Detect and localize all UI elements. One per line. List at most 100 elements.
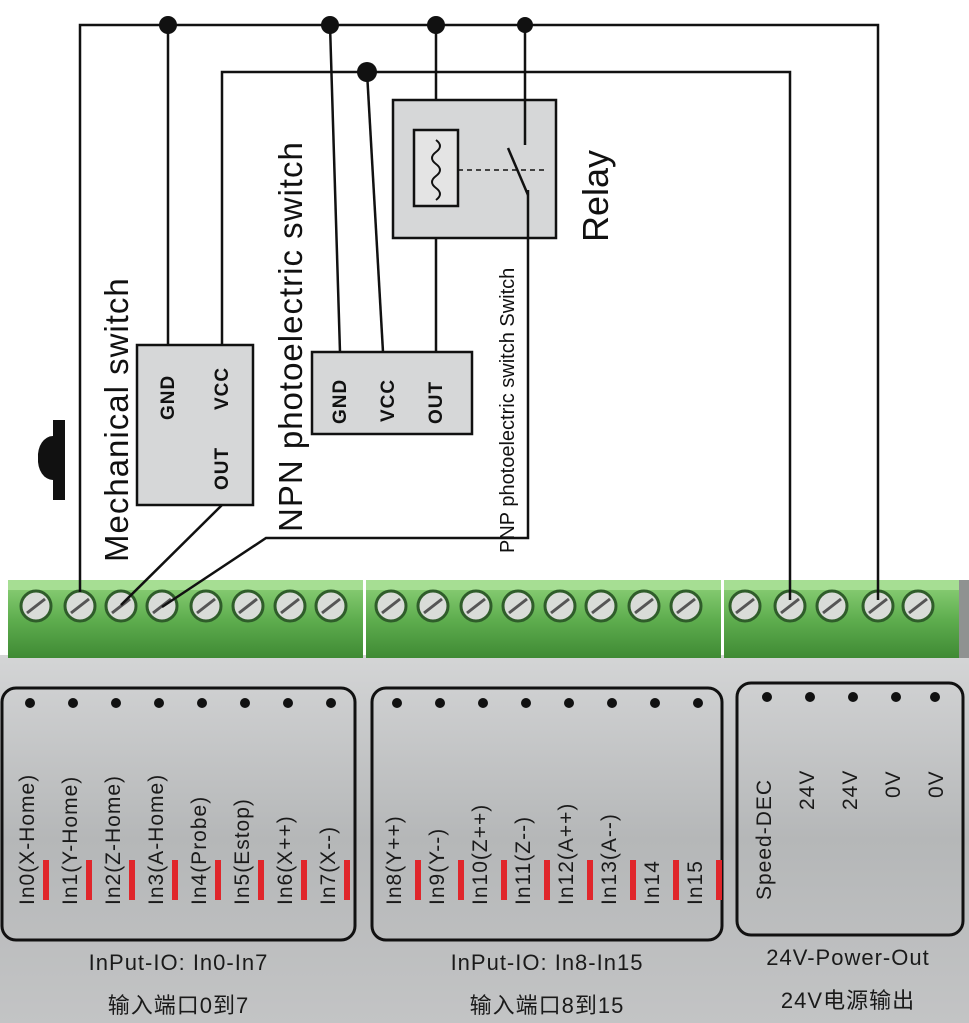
red-marker xyxy=(458,860,464,900)
red-marker xyxy=(415,860,421,900)
label-24v-1: 24V xyxy=(796,769,819,810)
label-dot xyxy=(197,698,207,708)
label-dot xyxy=(283,698,293,708)
label-dot xyxy=(930,692,940,702)
label-dot xyxy=(805,692,815,702)
caption-group-2: InPut-IO: In8-In15 xyxy=(450,950,644,975)
caption-group-3-cn: 24V电源输出 xyxy=(780,988,916,1013)
mechanical-switch-icon xyxy=(37,420,65,500)
label-in14: In14 xyxy=(641,860,664,905)
terminal-screw xyxy=(273,589,307,623)
terminal-screws xyxy=(19,589,935,623)
terminal-screw xyxy=(374,589,408,623)
red-marker xyxy=(501,860,507,900)
controller-panel xyxy=(0,655,969,1023)
label-dot xyxy=(848,692,858,702)
terminal-screw xyxy=(501,589,535,623)
label-dot xyxy=(240,698,250,708)
terminal-screw xyxy=(459,589,493,623)
npn-switch-title: NPN photoelectric switch xyxy=(272,141,309,532)
label-dot xyxy=(650,698,660,708)
group-frame-2 xyxy=(370,686,724,942)
terminal-screw xyxy=(815,589,849,623)
terminal-screw xyxy=(189,589,223,623)
terminal-screw xyxy=(543,589,577,623)
terminal-screw xyxy=(669,589,703,623)
terminal-screw xyxy=(104,589,138,623)
caption-group-1-cn: 输入端口0到7 xyxy=(107,993,250,1018)
caption-group-2-cn: 输入端口8到15 xyxy=(469,993,625,1018)
label-in10: In10(Z++) xyxy=(469,803,492,905)
label-in8: In8(Y++) xyxy=(383,815,406,905)
pnp-pin-out: OUT xyxy=(426,380,447,424)
red-marker xyxy=(344,860,350,900)
npn-pin-vcc: VCC xyxy=(212,366,233,410)
label-in6: In6(X++) xyxy=(274,815,297,905)
red-marker xyxy=(129,860,135,900)
pnp-switch-title: PNP photoelectric switch Switch xyxy=(497,267,519,553)
group-frame-1 xyxy=(0,686,357,942)
terminal-block-1 xyxy=(8,580,363,658)
npn-switch-box xyxy=(135,343,255,507)
terminal-block-2 xyxy=(366,580,721,658)
label-in2: In2(Z-Home) xyxy=(102,774,125,905)
red-marker xyxy=(544,860,550,900)
label-dot xyxy=(154,698,164,708)
label-dot xyxy=(25,698,35,708)
label-in0: In0(X-Home) xyxy=(16,773,39,905)
label-in4: In4(Probe) xyxy=(188,795,211,905)
terminal-screw xyxy=(728,589,762,623)
pnp-pin-vcc: VCC xyxy=(378,378,399,422)
label-in5: In5(Estop) xyxy=(231,798,254,905)
mechanical-switch-title: Mechanical switch xyxy=(98,277,135,562)
wires xyxy=(78,23,880,609)
red-marker xyxy=(172,860,178,900)
label-in1: In1(Y-Home) xyxy=(59,775,82,905)
label-dot xyxy=(762,692,772,702)
relay-title: Relay xyxy=(575,149,616,242)
pnp-switch-box xyxy=(310,350,474,436)
label-dot xyxy=(111,698,121,708)
label-dot xyxy=(326,698,336,708)
label-in9: In9(Y--) xyxy=(426,827,449,905)
label-dot xyxy=(564,698,574,708)
red-marker xyxy=(301,860,307,900)
label-dot xyxy=(693,698,703,708)
label-dot xyxy=(478,698,488,708)
red-marker xyxy=(587,860,593,900)
terminal-screw xyxy=(314,589,348,623)
label-in11: In11(Z--) xyxy=(512,815,535,905)
label-dot xyxy=(521,698,531,708)
relay-box xyxy=(391,98,558,240)
terminal-screw xyxy=(231,589,265,623)
terminal-screw xyxy=(584,589,618,623)
label-in7: In7(X--) xyxy=(317,825,340,905)
red-marker xyxy=(630,860,636,900)
red-marker xyxy=(673,860,679,900)
label-speed-dec: Speed-DEC xyxy=(753,778,776,900)
terminal-screw xyxy=(416,589,450,623)
terminal-screw xyxy=(63,589,97,623)
red-marker xyxy=(215,860,221,900)
npn-pin-out: OUT xyxy=(212,446,233,490)
red-markers xyxy=(43,860,722,900)
label-in15: In15 xyxy=(684,860,707,905)
pnp-pin-gnd: GND xyxy=(330,378,351,424)
label-in12: In12(A++) xyxy=(555,802,578,905)
label-dots xyxy=(25,692,940,708)
caption-group-3: 24V-Power-Out xyxy=(766,945,930,970)
red-marker xyxy=(86,860,92,900)
label-in13: In13(A--) xyxy=(598,813,621,905)
terminal-screw xyxy=(627,589,661,623)
npn-pin-gnd: GND xyxy=(158,374,179,420)
red-marker xyxy=(43,860,49,900)
label-0v-1: 0V xyxy=(882,770,905,798)
red-marker xyxy=(716,860,722,900)
label-0v-2: 0V xyxy=(925,770,948,798)
label-dot xyxy=(68,698,78,708)
label-dot xyxy=(891,692,901,702)
caption-group-1: InPut-IO: In0-In7 xyxy=(88,950,269,975)
junction-dots xyxy=(159,16,533,82)
